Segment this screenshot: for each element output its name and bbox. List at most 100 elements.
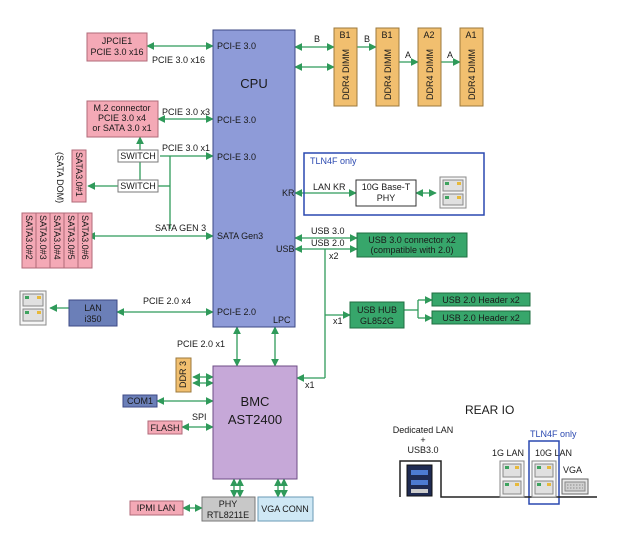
switches: SWITCH SWITCH: [117, 149, 159, 193]
bmc-line2: AST2400: [228, 412, 282, 427]
dimm-3-channel: A2: [423, 30, 434, 40]
m2-line2: PCIE 3.0 x4: [98, 113, 146, 123]
usb-mult-x2: x2: [329, 251, 339, 261]
dedicated-lan-line1: Dedicated LAN: [393, 425, 454, 435]
cpu-port-pcie-3: PCI-E 3.0: [217, 152, 256, 162]
dimm-3: A2 DDR4 DIMM: [417, 27, 442, 107]
usb-block: USB 3.0 USB 2.0 x2 USB 3.0 connector x2 …: [311, 226, 468, 261]
dimm-4-channel: A1: [465, 30, 476, 40]
cpu-port-kr: KR: [282, 188, 295, 198]
spi-label: SPI: [192, 412, 207, 422]
switch-2: SWITCH: [120, 181, 156, 191]
bmc-side: DDR 3 COM1 SPI FLASH: [122, 357, 207, 435]
rear-io: REAR IO Dedicated LAN + USB3.0 1G LAN TL…: [393, 403, 597, 505]
tln4f-phy-line2: PHY: [377, 193, 396, 203]
bmc-block: PCIE 2.0 x1 BMC AST2400: [177, 339, 298, 480]
sata-port-2: SATA3.0#2: [24, 215, 34, 260]
rj45-icon: [531, 460, 557, 498]
usb30-link: USB 3.0: [311, 226, 345, 236]
m2-link1: PCIE 3.0 x3: [162, 107, 210, 117]
com1-label: COM1: [127, 396, 153, 406]
sata-dom-block: SATA3.0#1 (SATA DOM): [55, 149, 87, 203]
dimm-1-label: DDR4 DIMM: [341, 49, 351, 100]
vga-label: VGA: [563, 465, 582, 475]
cpu-port-pcie-1: PCI-E 3.0: [217, 41, 256, 51]
sata-dom-port: SATA3.0#1: [74, 152, 84, 197]
usb-header-1: USB 2.0 Header x2: [442, 295, 520, 305]
sata-ports: SATA3.0#2 SATA3.0#3 SATA3.0#4 SATA3.0#5 …: [21, 212, 206, 269]
sata-port-4: SATA3.0#4: [52, 215, 62, 260]
rj45-icon: [499, 460, 525, 498]
bmc-usb-mult-x1: x1: [305, 380, 315, 390]
bmc-bottom: IPMI LAN PHY RTL8211E VGA CONN: [129, 496, 314, 522]
sata-port-6: SATA3.0#6: [80, 215, 90, 260]
tln4f-title: TLN4F only: [310, 156, 357, 166]
connections: [49, 42, 461, 512]
m2-link2: PCIE 3.0 x1: [162, 143, 210, 153]
jpcie1-name: JPCIE1: [102, 36, 133, 46]
lan-10g-label: 10G LAN: [535, 448, 572, 458]
usb-hub-mult-x1: x1: [333, 316, 343, 326]
cpu-port-pcie-2-0: PCI-E 2.0: [217, 307, 256, 317]
cpu-block: CPU PCI-E 3.0 PCI-E 3.0 PCI-E 3.0 KR SAT…: [212, 29, 296, 328]
m2-line3: or SATA 3.0 x1: [92, 123, 151, 133]
rj45-usb-stack-icon: [406, 464, 433, 497]
switch-1: SWITCH: [120, 151, 156, 161]
dimm-3-label: DDR4 DIMM: [425, 49, 435, 100]
phy-line1: PHY: [219, 499, 238, 509]
dedicated-lan-line2: +: [420, 435, 425, 445]
sata-link-label: SATA GEN 3: [155, 223, 206, 233]
usb20-link: USB 2.0: [311, 238, 345, 248]
dedicated-lan-line3: USB3.0: [407, 445, 438, 455]
dimm-1-channel: B1: [339, 30, 350, 40]
tln4f-box: TLN4F only LAN KR 10G Base-T PHY: [303, 152, 485, 216]
rj45-icon: [439, 176, 467, 209]
lan-i350-line1: LAN: [84, 303, 102, 313]
cpu-label: CPU: [240, 76, 267, 91]
usb-hub-line1: USB HUB: [357, 305, 397, 315]
lan-i350-block: LAN i350 PCIE 2.0 x4: [19, 290, 191, 327]
usb-hub-block: USB HUB GL852G x1 x1 USB 2.0 Header x2 U…: [305, 292, 531, 390]
sata-dom-label: (SATA DOM): [55, 152, 65, 203]
jpcie1-link: PCIE 3.0 x16: [152, 55, 205, 65]
cpu-port-usb: USB: [276, 244, 295, 254]
dimm-group: B1 DDR4 DIMM B1 DDR4 DIMM A2 DDR4 DIMM A…: [314, 27, 484, 107]
channel-label-a-2: A: [447, 50, 453, 60]
dimm-4-label: DDR4 DIMM: [467, 49, 477, 100]
tln4f-only-label: TLN4F only: [530, 429, 577, 439]
cpu-port-lpc: LPC: [273, 315, 291, 325]
ipmi-lan-label: IPMI LAN: [137, 503, 176, 513]
tln4f-phy-line1: 10G Base-T: [362, 182, 411, 192]
rear-io-title: REAR IO: [465, 403, 514, 417]
bmc-line1: BMC: [241, 394, 270, 409]
phy-line2: RTL8211E: [207, 510, 249, 520]
usb-conn-line1: USB 3.0 connector x2: [368, 235, 456, 245]
m2-line1: M.2 connector: [93, 103, 150, 113]
usb-conn-line2: (compatible with 2.0): [370, 245, 453, 255]
bmc-link: PCIE 2.0 x1: [177, 339, 225, 349]
flash-label: FLASH: [150, 423, 179, 433]
m2-block: M.2 connector PCIE 3.0 x4 or SATA 3.0 x1…: [86, 100, 210, 153]
tln4f-link: LAN KR: [313, 182, 346, 192]
channel-label-a-1: A: [405, 50, 411, 60]
dimm-2-channel: B1: [381, 30, 392, 40]
channel-label-b-2: B: [364, 34, 370, 44]
cpu-port-pcie-2: PCI-E 3.0: [217, 115, 256, 125]
jpcie1-block: JPCIE1 PCIE 3.0 x16 PCIE 3.0 x16: [86, 32, 205, 65]
vga-connector-icon: [561, 478, 589, 495]
channel-label-b-1: B: [314, 34, 320, 44]
sata-port-5: SATA3.0#5: [66, 215, 76, 260]
lan-i350-line2: i350: [84, 314, 101, 324]
usb-hub-line2: GL852G: [360, 316, 394, 326]
jpcie1-spec: PCIE 3.0 x16: [90, 47, 143, 57]
dimm-4: A1 DDR4 DIMM: [459, 27, 484, 107]
rj45-icon: [19, 290, 47, 326]
dimm-2-label: DDR4 DIMM: [383, 49, 393, 100]
lan-1g-label: 1G LAN: [492, 448, 524, 458]
cpu-port-sata: SATA Gen3: [217, 231, 263, 241]
usb-header-2: USB 2.0 Header x2: [442, 313, 520, 323]
vga-conn-label: VGA CONN: [261, 504, 309, 514]
dimm-2: B1 DDR4 DIMM: [375, 27, 400, 107]
sata-port-3: SATA3.0#3: [38, 215, 48, 260]
